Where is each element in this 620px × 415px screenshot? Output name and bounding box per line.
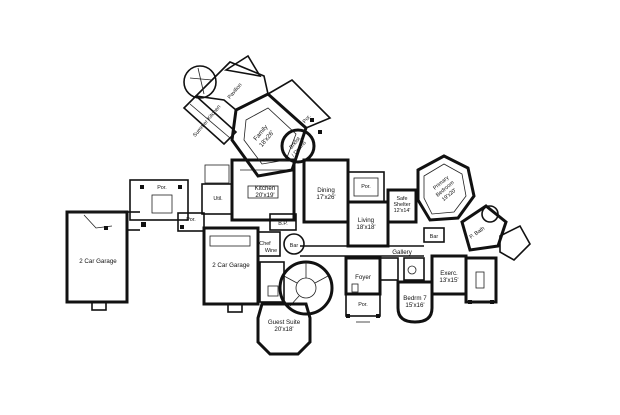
porch-util-label: Por. [157,185,167,191]
garage-left-label: 2 Car Garage [79,258,117,265]
gallery: Gallery [300,245,424,257]
porch-entry-label: Por. [358,302,368,308]
pbath-label: P. Bath [469,226,486,241]
living: Living 18'x18' [346,200,390,248]
util-label: Util. [213,196,222,202]
dining-size: 17'x26' [316,194,335,201]
porch-util-area: Por. [129,179,189,221]
breezeway-left [127,211,146,231]
living-name: Living [358,217,375,224]
dining: Dining 17'x26' [302,158,350,224]
bedroom-7: Bedrm 7 15'x16' [396,280,434,324]
foyer: Foyer [344,256,382,296]
safe-name: Safe [396,196,407,202]
exerc-size: 13'x15' [439,277,458,284]
exercise: Exerc. 13'x15' [430,254,468,296]
safe-sub: Shelter [393,202,410,208]
exerc-name: Exerc. [440,270,458,277]
dining-name: Dining [317,187,335,194]
bedrm7-name: Bedrm 7 [403,295,427,302]
bp-label: B.P. [278,221,288,227]
safe-shelter: Safe Shelter 12'x14' [386,188,418,224]
closets-mid [379,257,425,281]
spiral-stair [278,260,334,316]
middle-garage: 2 Car Garage [202,226,260,313]
kitchen-size: 20'x19' [255,192,274,199]
wine-label: Wine [265,248,277,254]
util-room: Util. [201,164,233,215]
hall-left [259,261,285,303]
porch-entry: Por. [345,293,381,323]
right-terrace [464,256,498,304]
primary-bath: P. Bath [460,204,531,261]
pavilion-label: Pavilion [227,82,244,100]
living-size: 18'x18' [356,224,375,231]
chef-label: Chef [259,241,271,247]
garage-mid-label: 2 Car Garage [212,262,250,269]
bedrm7-size: 15'x16' [405,302,424,309]
primary-bedroom: Primary Bedroom 19'x20' [416,154,476,222]
guest-size: 20'x18' [274,326,293,333]
porch-dining-label: Por. [361,184,371,190]
bar-center: Bar [283,233,305,255]
porch-family-area: Por. [266,78,332,134]
kitchen: Kitchen 20'x19' [230,158,296,222]
breakfast-nook: Brkfst / Drums [280,128,316,164]
gallery-label: Gallery [392,249,413,256]
foyer-label: Foyer [355,274,371,281]
guest-name: Guest Suite [268,319,301,326]
bar-right-label: Bar [430,234,439,240]
chef-wine: Chef Wine [257,231,281,257]
guest-suite: Guest Suite 20'x18' [256,302,312,356]
porch-dining-area: Por. [347,171,385,203]
bar-center-label: Bar [290,243,299,249]
porch-family-label: Por. [302,114,313,125]
bar-right: Bar [423,227,445,243]
porch-garage-area: Por. [177,212,205,232]
left-garage: 2 Car Garage [65,210,129,311]
porch-garage-label: Por. [186,217,196,223]
safe-size: 12'x14' [394,208,411,214]
kitchen-name: Kitchen [255,185,276,192]
bp-room: B.P. [269,213,297,231]
